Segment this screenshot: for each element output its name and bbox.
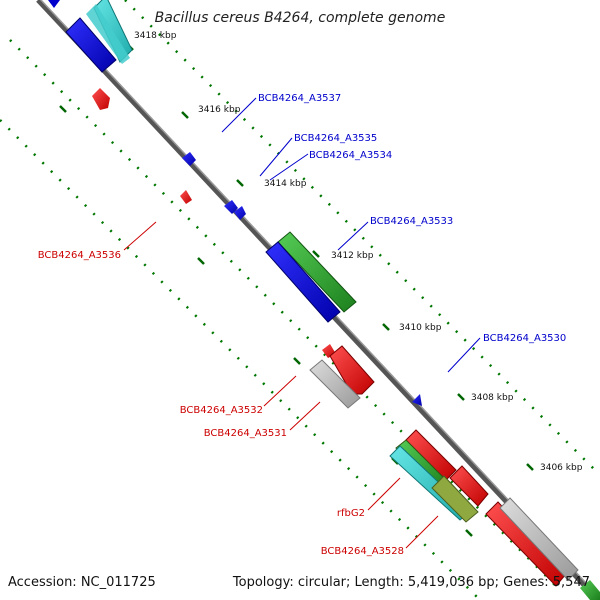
gene-a3534-arrow xyxy=(224,200,238,214)
gene-blue-a3533 xyxy=(265,241,341,323)
callout-a3531 xyxy=(289,401,321,431)
cds-olive-a3528 xyxy=(431,475,479,523)
gene-red-upper-left xyxy=(92,88,110,110)
callout-rfbg2 xyxy=(367,477,401,511)
callout-a3528 xyxy=(405,515,439,549)
accession-text: Accession: NC_011725 xyxy=(8,575,156,590)
ruler-track-inner xyxy=(0,119,481,600)
callout-a3532 xyxy=(263,375,297,407)
tick-label-3410: 3410 kbp xyxy=(399,323,442,333)
feature-cyan-top-inner xyxy=(86,4,130,64)
gene-label-a3537[interactable]: BCB4264_A3537 xyxy=(258,93,341,104)
callout-a3535 xyxy=(259,137,293,177)
gene-gray-bottom xyxy=(499,497,579,581)
gene-a3535-arrow xyxy=(182,152,196,166)
gene-a3530-arrow xyxy=(412,394,422,406)
gene-label-a3528[interactable]: BCB4264_A3528 xyxy=(321,546,404,557)
tick-label-3418: 3418 kbp xyxy=(134,31,177,41)
gene-small-blue-2 xyxy=(234,206,246,220)
ruler-major-ticks xyxy=(59,43,534,537)
gene-label-a3535[interactable]: BCB4264_A3535 xyxy=(294,133,377,144)
gene-a3536-arrow xyxy=(180,190,192,204)
gene-blue-top xyxy=(65,17,117,73)
callout-a3530 xyxy=(447,337,481,373)
callout-a3533 xyxy=(337,221,369,251)
gene-label-a3533[interactable]: BCB4264_A3533 xyxy=(370,216,453,227)
topology-text: Topology: circular; Length: 5,419,036 bp… xyxy=(232,575,590,590)
gene-green-corner xyxy=(580,580,600,600)
tick-label-3414: 3414 kbp xyxy=(264,179,307,189)
gene-label-a3532[interactable]: BCB4264_A3532 xyxy=(180,405,263,416)
tick-label-3408: 3408 kbp xyxy=(471,393,514,403)
tick-label-3406: 3406 kbp xyxy=(540,463,583,473)
gene-red-a3528 xyxy=(449,465,489,507)
genome-title: Bacillus cereus B4264, complete genome xyxy=(155,10,446,26)
gene-label-a3530[interactable]: BCB4264_A3530 xyxy=(483,333,566,344)
gene-gray-a3531 xyxy=(309,359,361,409)
gene-label-a3531[interactable]: BCB4264_A3531 xyxy=(204,428,287,439)
gene-label-rfbg2[interactable]: rfbG2 xyxy=(337,508,365,519)
tick-label-3412: 3412 kbp xyxy=(331,251,374,261)
callout-a3536 xyxy=(123,221,157,251)
cds-green-a3533 xyxy=(277,231,357,313)
gene-blue-corner xyxy=(48,0,60,8)
tick-label-3416: 3416 kbp xyxy=(198,105,241,115)
gene-label-a3536[interactable]: BCB4264_A3536 xyxy=(38,250,121,261)
ruler-track-mid xyxy=(9,39,561,591)
callout-a3537 xyxy=(221,97,257,133)
callout-a3534 xyxy=(269,153,309,181)
gene-label-a3534[interactable]: BCB4264_A3534 xyxy=(309,150,392,161)
ruler-track-outer xyxy=(124,0,600,476)
